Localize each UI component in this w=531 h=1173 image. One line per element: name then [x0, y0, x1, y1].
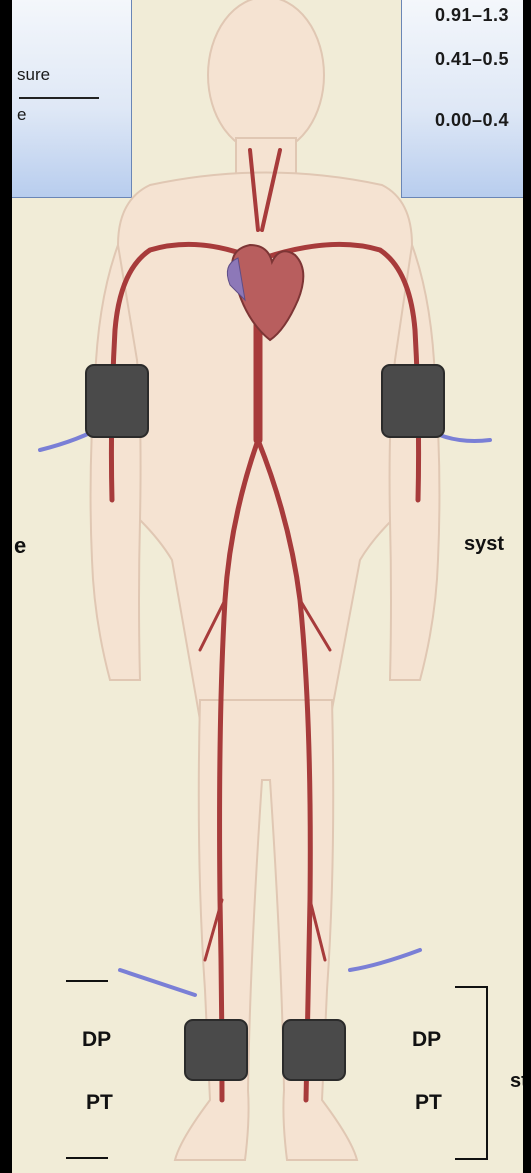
- body-silhouette: [91, 0, 440, 1160]
- pt-left-label: PT: [86, 1091, 113, 1115]
- left-edge: [0, 0, 12, 1173]
- right-side-label: syst: [464, 533, 504, 556]
- dp-right-label: DP: [412, 1028, 441, 1052]
- left-side-label: e: [14, 533, 26, 559]
- right-edge: [523, 0, 531, 1173]
- dp-left-label: DP: [82, 1028, 111, 1052]
- legs: [175, 700, 357, 1160]
- left-arm-cuff: [382, 365, 444, 437]
- pt-right-label: PT: [415, 1091, 442, 1115]
- left-bracket-top: [66, 980, 108, 982]
- right-arm-cuff: [86, 365, 148, 437]
- right-bracket: [455, 986, 488, 1160]
- left-ankle-cuff: [283, 1020, 345, 1080]
- head: [208, 0, 324, 153]
- right-ankle-cuff: [185, 1020, 247, 1080]
- right-ankle-tube: [120, 970, 195, 995]
- left-ankle-tube: [350, 950, 420, 970]
- left-bracket-bottom: [66, 1157, 108, 1159]
